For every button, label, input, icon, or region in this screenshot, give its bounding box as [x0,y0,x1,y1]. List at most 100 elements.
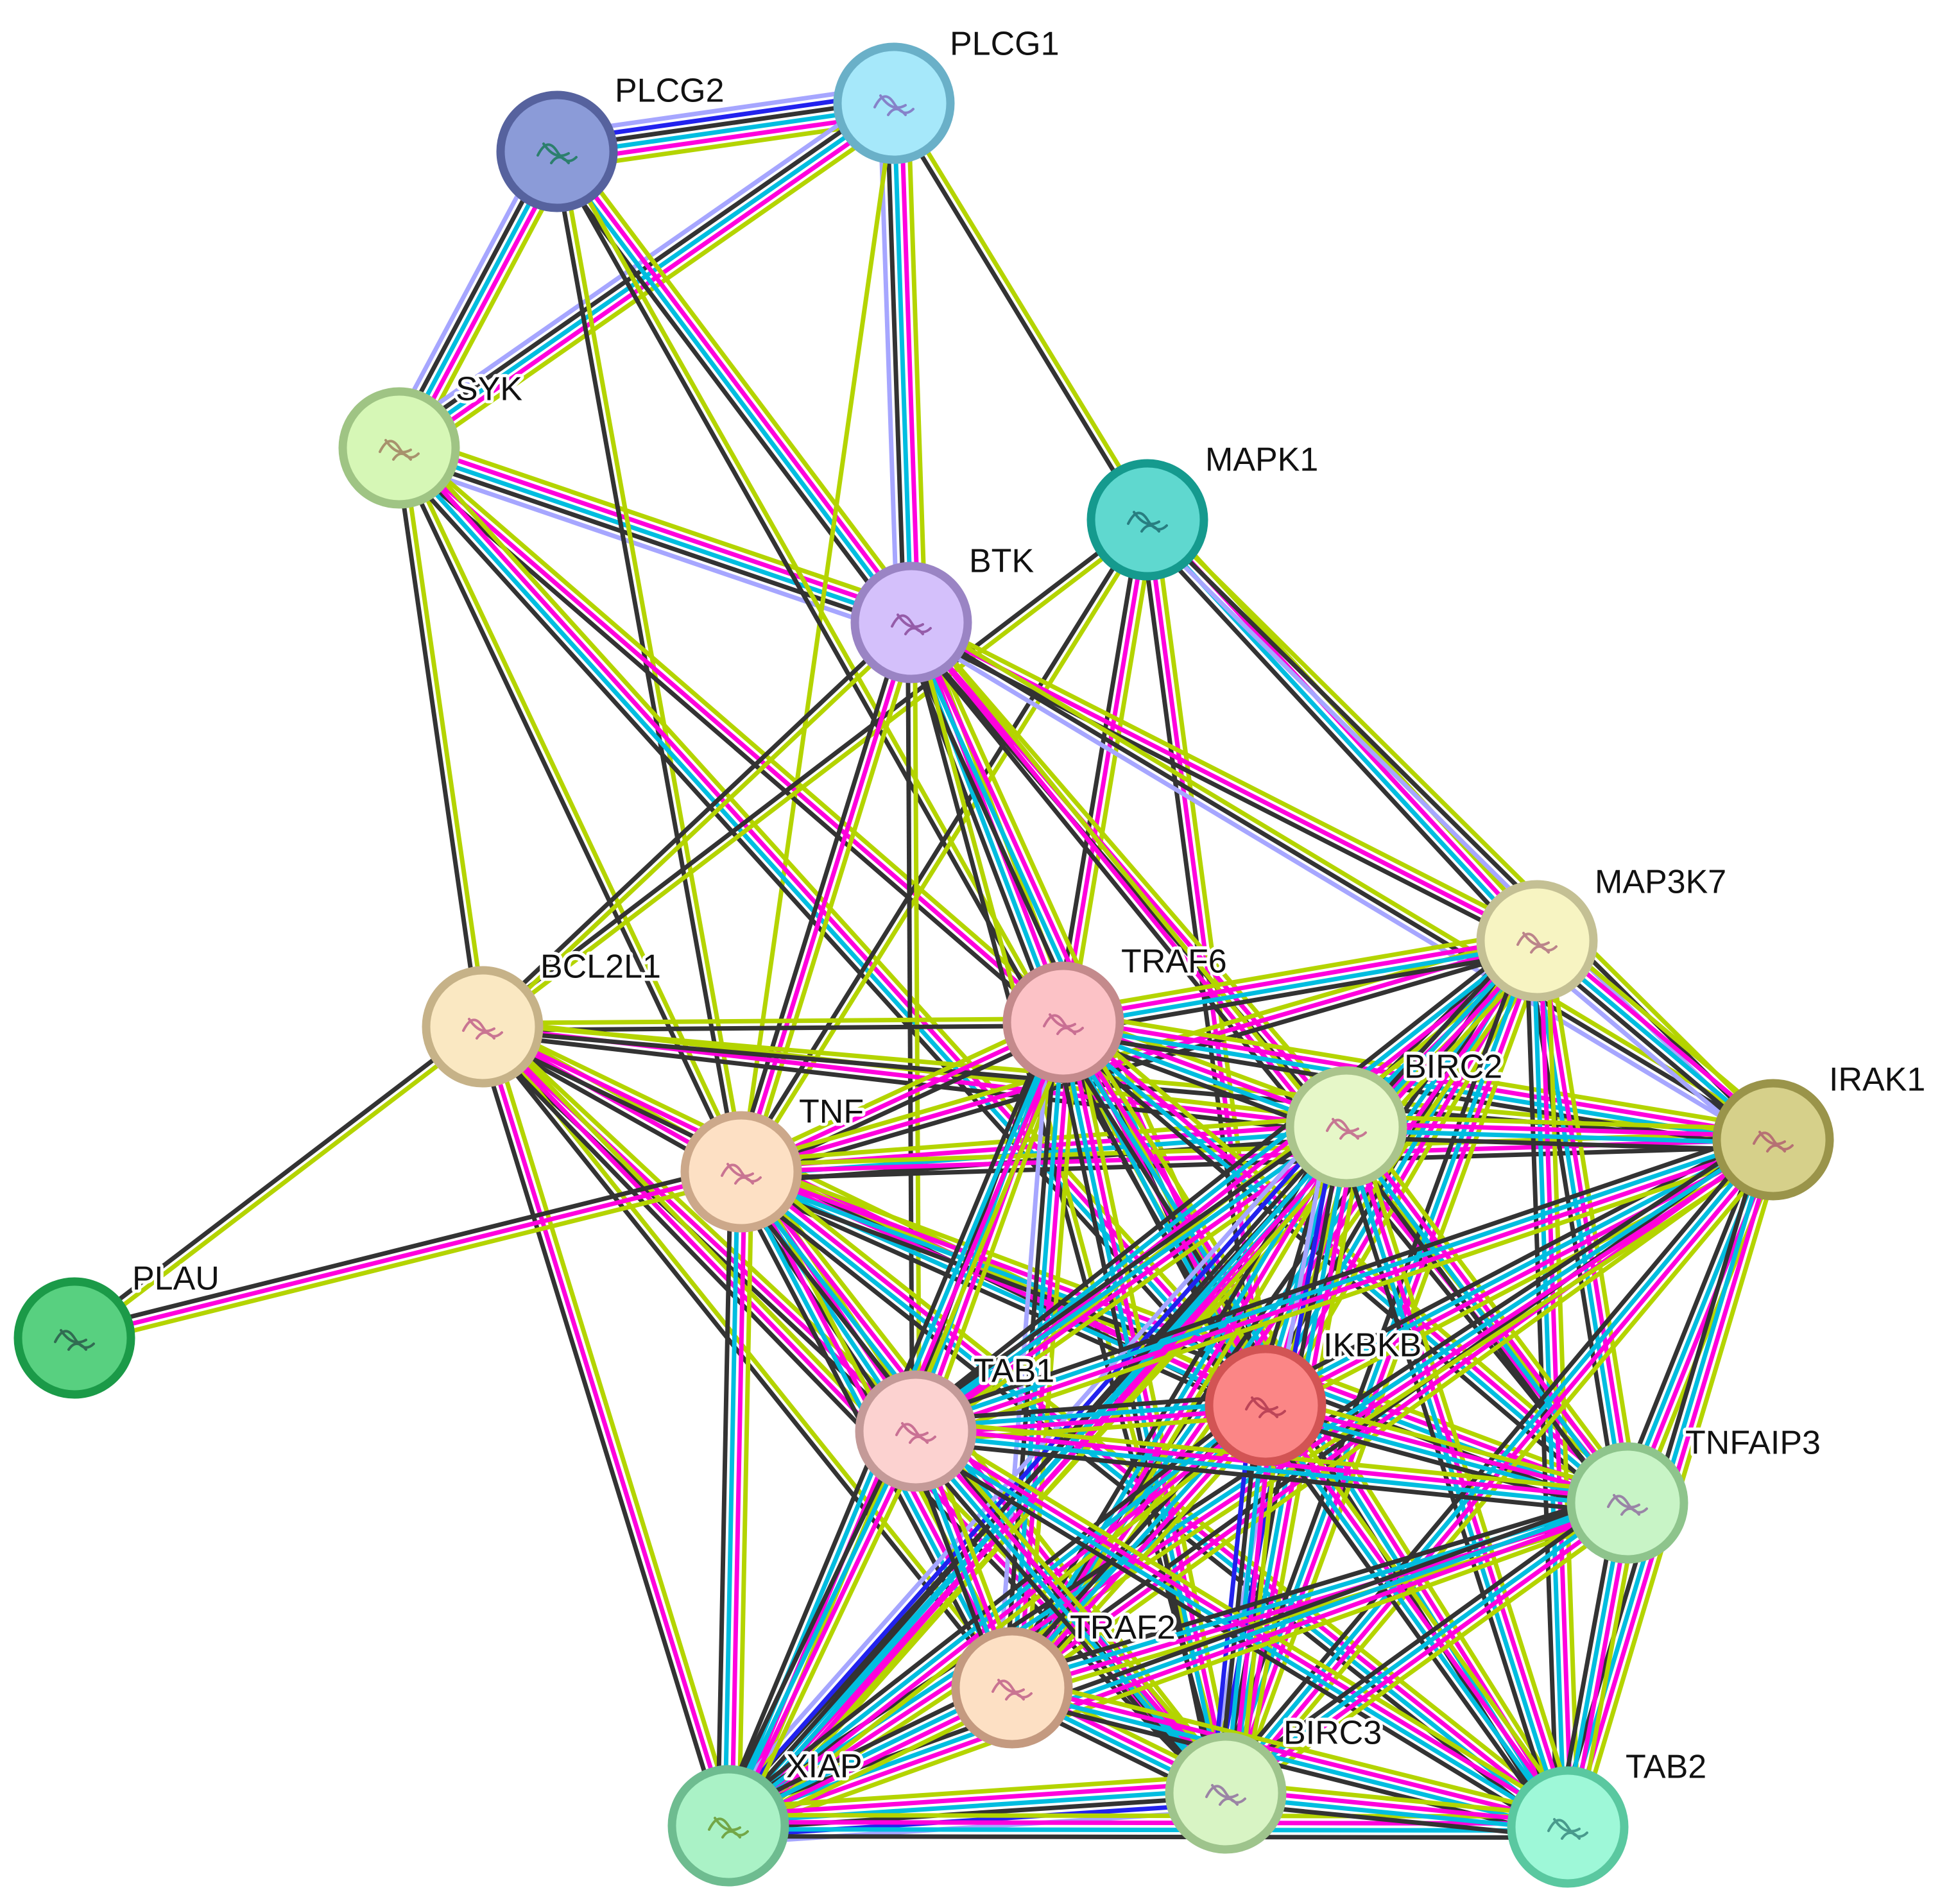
edge-line-textmining [736,1172,754,1826]
protein-structure-icon [895,1422,936,1444]
edge-line-textmining [1018,945,1548,1695]
node-birc2[interactable]: BIRC2 [1285,1045,1506,1188]
edge-line-experimental [909,621,1629,1505]
node-bcl2l1[interactable]: BCL2L1 [422,945,664,1088]
edge-line-experimental [400,439,914,618]
edge-line-coexpression [884,103,907,623]
edge-plcg1-tnf[interactable] [739,103,897,1172]
edge-line-database [912,1122,1346,1430]
node-ikbkb[interactable]: IKBKB [1205,1324,1425,1466]
protein-structure-icon [537,142,578,164]
edge-line-textmining [914,616,1635,1500]
edge-line-textmining [1014,1675,1571,1819]
edge-line-experimental [729,1140,1776,1831]
edge-line-coexpression [1146,518,1775,1142]
node-map3k7[interactable]: MAP3K7 [1476,861,1730,1002]
edge-line-textmining [1346,1114,1774,1132]
protein-structure-icon [721,1163,762,1185]
edge-tnfaip3-xiap[interactable] [724,1491,1632,1838]
edge-line-coexpression [1002,1396,1260,1683]
edge-line-experimental [729,1172,747,1826]
edge-line-coexpression [1215,1131,1767,1788]
node-tab2[interactable]: TAB2 [1507,1745,1710,1888]
edge-btk-tnf[interactable] [732,619,920,1175]
edge-line-coexpression [904,1018,1056,1428]
edge-plcg1-mapk1[interactable] [889,100,1153,523]
edge-line-textmining [746,624,920,1175]
edge-birc2-irak1[interactable] [1346,1114,1774,1153]
node-mapk1[interactable]: MAPK1 [1086,438,1321,581]
edge-line-coexpression [907,931,1532,1425]
edge-line-textmining [912,621,1232,1793]
edge-tab1-xiap[interactable] [716,1425,928,1831]
node-plcg2[interactable]: PLCG2 [496,69,728,212]
edge-syk-bcl2l1[interactable] [393,447,488,1028]
edge-line-textmining [734,1412,1274,1836]
edge-btk-bcl2l1[interactable] [478,618,916,1031]
node-xiap[interactable]: XIAP [667,1745,866,1887]
edge-line-coexpression [1138,525,1531,950]
edge-line-database [1058,1022,1225,1794]
node-plau[interactable]: PLAU [13,1257,223,1399]
node-tab1[interactable]: TAB1 [855,1350,1058,1492]
node-irak1[interactable]: IRAK1 [1712,1058,1928,1201]
edge-mapk1-bcl2l1[interactable] [479,515,1151,1032]
edge-irak1-traf2[interactable] [1006,1132,1779,1695]
edge-line-coexpression [72,1162,741,1334]
edge-line-coexpression [1065,948,1540,1035]
edge-bcl2l1-xiap[interactable] [474,1024,737,1829]
edge-line-database [729,1128,1351,1830]
node-label: BCL2L1 [540,948,661,986]
edge-line-coexpression [889,104,1147,523]
edge-irak1-tab1[interactable] [911,1128,1778,1443]
protein-structure-icon [1607,1494,1648,1516]
node-traf6[interactable]: TRAF6 [1002,940,1230,1083]
node-plcg1[interactable]: PLCG1 [833,22,1063,164]
edge-line-coexpression [476,1030,1223,1800]
edge-bcl2l1-plau[interactable] [71,1022,486,1343]
edge-mapk1-irak1[interactable] [1140,513,1780,1147]
node-label: PLAU [132,1260,219,1298]
edge-line-textmining [402,441,1070,1019]
edge-mapk1-traf6[interactable] [1054,518,1157,1024]
edge-line-textmining [487,1024,737,1824]
edge-line-experimental [916,1426,1571,1826]
edge-line-database [891,103,914,623]
node-label: TRAF6 [1121,943,1227,981]
edge-line-textmining [735,1434,928,1831]
edge-tnf-plau[interactable] [72,1162,744,1348]
node-birc3[interactable]: BIRC3 [1165,1711,1385,1854]
protein-structure-icon [1205,1784,1246,1806]
edge-line-experimental [1061,519,1150,1023]
edge-line-experimental [1266,1400,1629,1502]
edge-traf6-map3k7[interactable] [1061,928,1540,1035]
edge-line-textmining [1015,1144,1779,1695]
edge-line-database [1531,941,1567,1828]
edge-line-textmining [1267,1393,1631,1495]
edge-ikbkb-tnfaip3[interactable] [1262,1393,1631,1516]
edge-tnf-xiap[interactable] [716,1171,754,1826]
edge-line-experimental [1266,1140,1776,1411]
edge-line-textmining [400,447,488,1027]
node-label: PLCG1 [950,26,1060,63]
edge-line-experimental [1538,939,1633,1503]
edge-birc2-xiap[interactable] [713,1113,1362,1839]
edge-line-textmining [1151,513,1780,1136]
node-label: TRAF2 [1070,1609,1176,1647]
edge-map3k7-xiap[interactable] [719,932,1547,1835]
edge-line-textmining [1068,520,1157,1024]
edge-line-coexpression [736,517,1147,1171]
node-btk[interactable]: BTK [850,540,1037,683]
edge-line-homology [1140,523,1770,1147]
node-syk[interactable]: SYK [338,368,526,509]
edge-plcg2-btk[interactable] [547,143,922,631]
edge-line-database [1063,941,1538,1028]
protein-structure-icon [1326,1118,1367,1140]
edge-btk-irak1[interactable] [906,614,1778,1148]
node-traf2[interactable]: TRAF2 [951,1606,1179,1749]
node-tnf[interactable]: TNF [680,1090,867,1233]
edge-plcg1-btk[interactable] [877,103,928,623]
protein-structure-icon [873,94,914,116]
node-tnfaip3[interactable]: TNFAIP3 [1567,1421,1824,1564]
edge-line-coexpression [1008,1490,1626,1680]
